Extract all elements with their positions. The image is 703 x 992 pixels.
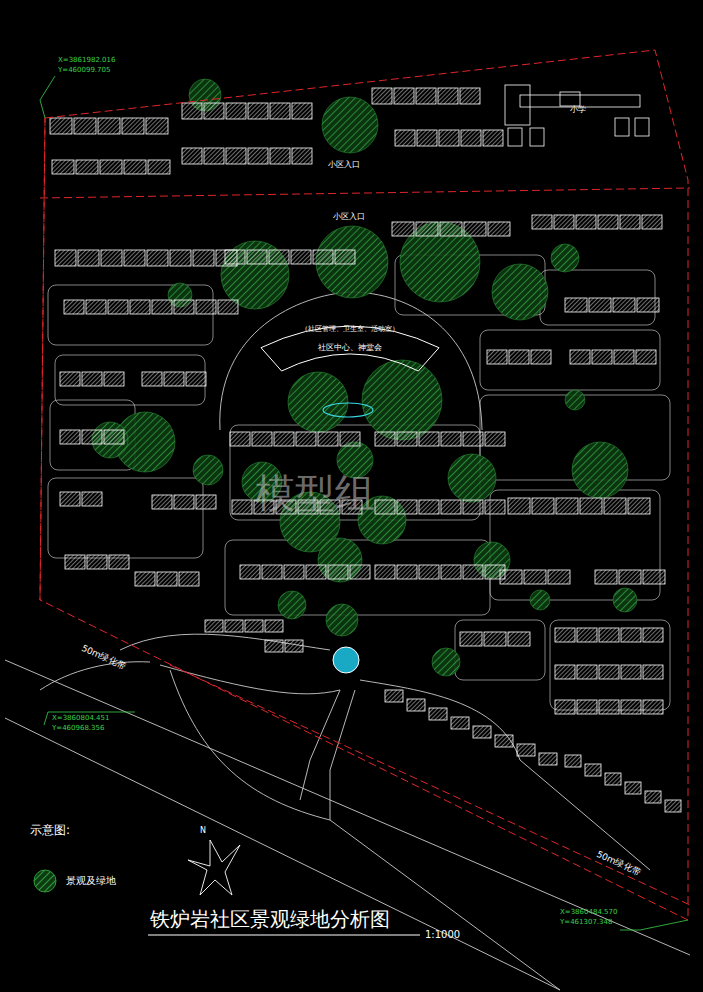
- greenbelt-label: 50m绿化带: [595, 849, 642, 878]
- school: [505, 85, 649, 146]
- north-label: N: [200, 826, 206, 835]
- north-arrow: [188, 840, 240, 895]
- road-lines: [5, 634, 690, 990]
- scale-label: 1:1000: [425, 929, 460, 941]
- coordinate: Y=460099.705: [58, 66, 110, 74]
- coord-leaders: [40, 76, 688, 930]
- coordinate: X=3860804.451: [52, 714, 109, 722]
- title-rule: [148, 934, 420, 935]
- map-title: 铁炉岩社区景观绿地分析图: [150, 908, 390, 931]
- site-boundary: [40, 50, 690, 920]
- ring-road: [220, 292, 482, 430]
- pool: [323, 403, 373, 417]
- node-title: 社区中心、神堂会: [278, 342, 422, 353]
- school-label: 小学: [570, 105, 586, 114]
- coordinate: Y=461307.348: [560, 918, 612, 926]
- green-areas: [92, 79, 637, 676]
- coordinate: X=3861982.016: [58, 56, 115, 64]
- community-center: （社区管理、卫生室、活动室） 社区中心、神堂会: [260, 318, 440, 367]
- fountain: [333, 647, 359, 673]
- coordinate: X=3860484.570: [560, 908, 617, 916]
- legend-heading: 示意图:: [30, 824, 70, 838]
- greenbelt-label: 50m绿化带: [80, 643, 127, 672]
- coordinate: Y=460968.356: [52, 724, 104, 732]
- legend-text: 景观及绿地: [66, 875, 116, 887]
- block-outlines: [48, 255, 670, 710]
- watermark: 模型组: [255, 470, 375, 516]
- entrance-label: 小区入口: [333, 212, 365, 221]
- legend-swatch: [32, 868, 58, 894]
- buildings: [50, 88, 681, 812]
- node-subtitle: （社区管理、卫生室、活动室）: [278, 324, 422, 334]
- entrance-label: 小区入口: [328, 160, 360, 169]
- legend-row: 景观及绿地: [32, 868, 116, 894]
